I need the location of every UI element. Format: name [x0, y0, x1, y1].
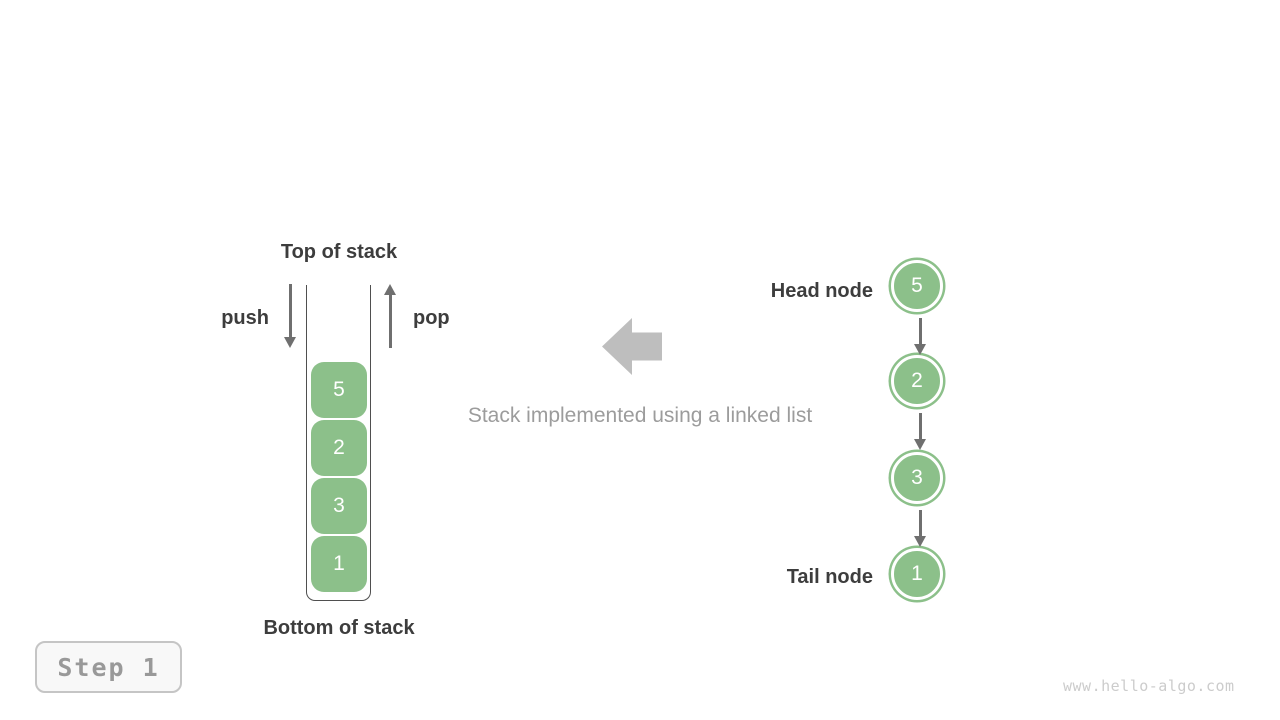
list-node: 2 [891, 355, 943, 407]
left-block-arrow-icon [602, 318, 662, 375]
pop-arrow-head [384, 284, 396, 295]
head-node-label: Head node [770, 280, 873, 302]
pointer-arrow-shaft [919, 510, 922, 538]
list-node: 3 [891, 452, 943, 504]
stack-item: 2 [311, 420, 367, 476]
pointer-arrow-head [914, 536, 926, 547]
stack-container [306, 285, 371, 601]
next-pointer-arrow-icon [914, 318, 927, 355]
pointer-arrow-head [914, 439, 926, 450]
next-pointer-arrow-icon [914, 413, 927, 450]
top-of-stack-label: Top of stack [280, 241, 398, 263]
step-badge: Step 1 [35, 641, 182, 693]
list-node: 1 [891, 548, 943, 600]
stack-item: 1 [311, 536, 367, 592]
next-pointer-arrow-icon [914, 510, 927, 547]
push-label: push [221, 307, 269, 329]
stack-item: 5 [311, 362, 367, 418]
push-arrow-shaft [289, 284, 292, 339]
tail-node-label: Tail node [786, 566, 873, 588]
pointer-arrow-shaft [919, 413, 922, 441]
stack-item: 3 [311, 478, 367, 534]
pop-arrow-shaft [389, 293, 392, 348]
push-arrow-down-icon [284, 284, 297, 348]
bottom-of-stack-label: Bottom of stack [263, 617, 415, 639]
push-arrow-head [284, 337, 296, 348]
pop-label: pop [413, 307, 450, 329]
pop-arrow-up-icon [384, 284, 397, 348]
watermark-url: www.hello-algo.com [1063, 677, 1235, 695]
list-node: 5 [891, 260, 943, 312]
pointer-arrow-shaft [919, 318, 922, 346]
diagram-caption: Stack implemented using a linked list [467, 404, 813, 427]
pointer-arrow-head [914, 344, 926, 355]
